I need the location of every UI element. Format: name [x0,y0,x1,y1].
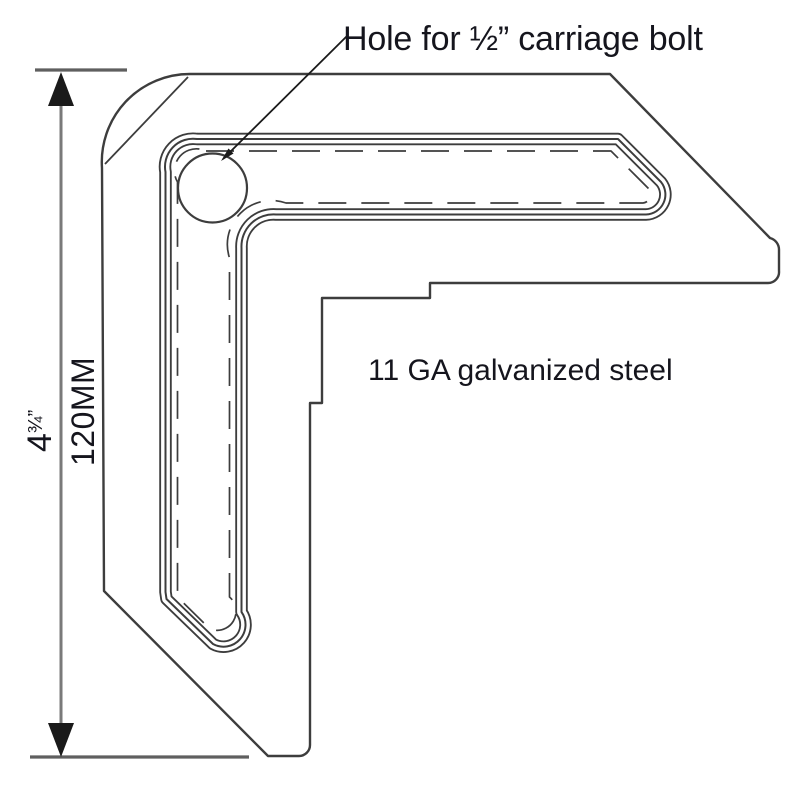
dimension-imperial-fraction: ¾ [25,416,47,434]
material-label: 11 GA galvanized steel [368,354,673,387]
dimension-imperial-whole: 4 [21,433,59,452]
hole-callout-label: Hole for ½” carriage bolt [343,20,703,58]
dimension-label-metric: 120MM [65,356,101,466]
dimension-imperial-unit: ” [25,409,47,417]
slot-outline-inner [164,137,667,648]
bracket-outline [100,72,781,758]
leader-arrowhead-icon [221,148,234,161]
dimension-arrow-bottom-icon [48,723,74,757]
dimension-arrow-top-icon [48,72,74,106]
leader-line [222,35,348,160]
slot-hidden-dashed-line [173,148,652,632]
bend-chord-line [104,76,189,165]
dimension-label-imperial: 4¾” [21,409,59,452]
bolt-hole-circle [176,152,249,224]
